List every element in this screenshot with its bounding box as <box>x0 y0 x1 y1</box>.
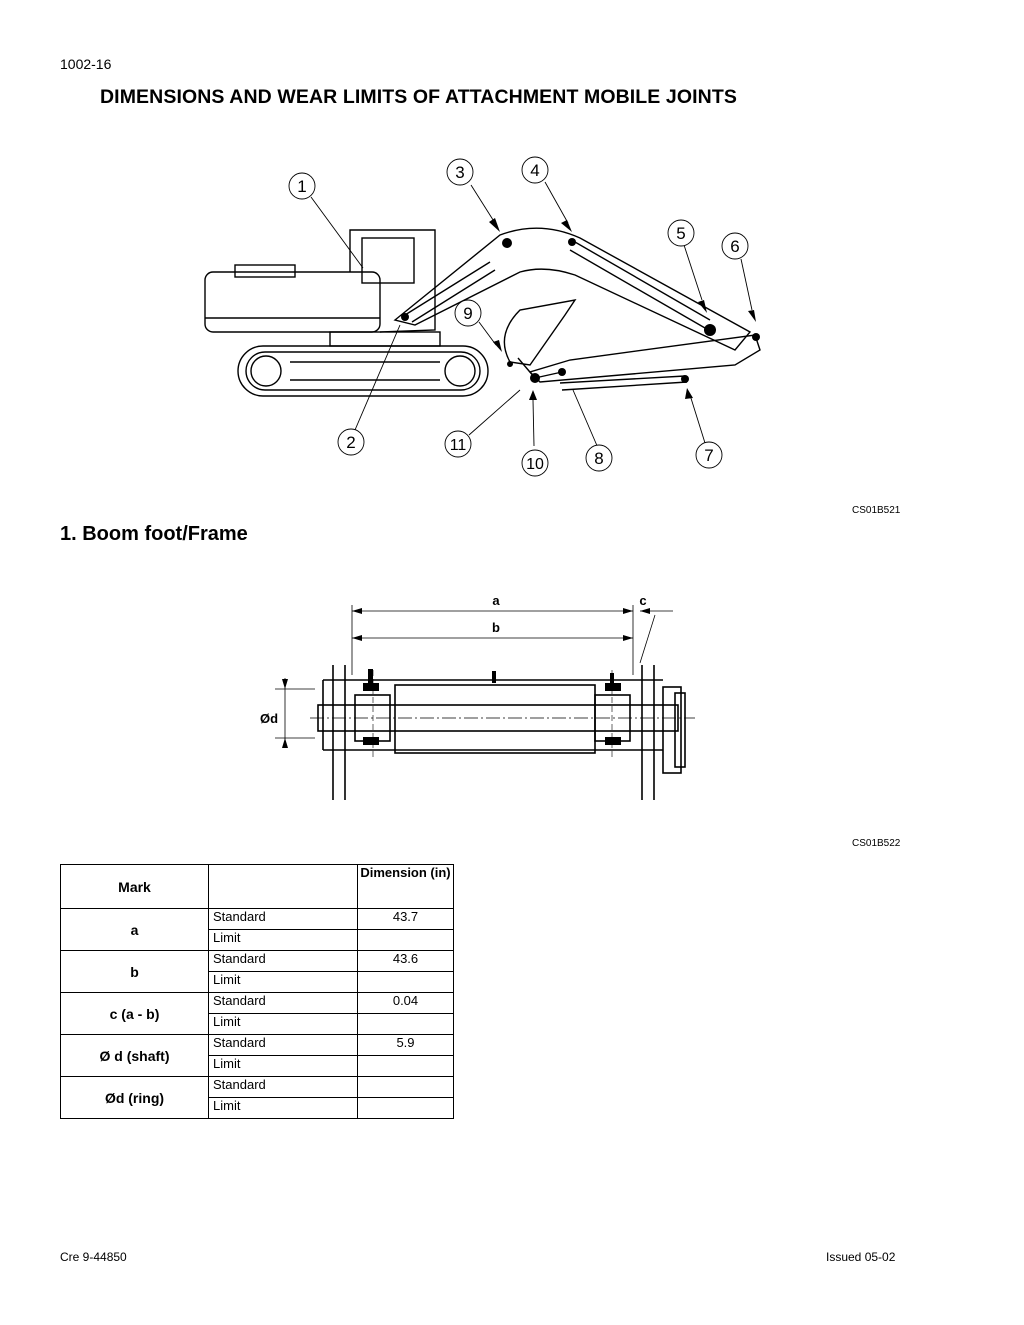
footer-doc-number: Cre 9-44850 <box>60 1250 127 1264</box>
limit-label: Limit <box>208 929 358 951</box>
figure-code-1: CS01B521 <box>852 505 901 516</box>
dim-label-c: c <box>639 593 646 608</box>
callout-4: 4 <box>521 156 549 184</box>
callout-9: 9 <box>454 299 482 327</box>
svg-text:7: 7 <box>704 446 713 465</box>
table-row: Limit <box>61 971 454 993</box>
svg-text:10: 10 <box>526 456 544 473</box>
limit-value <box>357 971 454 993</box>
dim-label-b: b <box>492 620 500 635</box>
table-row: a Standard 43.7 <box>60 908 454 951</box>
svg-text:1: 1 <box>297 177 306 196</box>
table-row: c (a - b) Standard 0.04 <box>60 992 454 1035</box>
table-row: Limit <box>61 1055 454 1077</box>
dim-label-d: Ød <box>260 711 278 726</box>
arm <box>528 334 761 383</box>
limit-value <box>357 1055 454 1077</box>
callout-11: 11 <box>444 430 472 458</box>
svg-text:4: 4 <box>530 161 539 180</box>
boom-foot-pin-diagram: a c b Ød <box>260 593 695 800</box>
dim-label-a: a <box>492 593 500 608</box>
callout-7: 7 <box>695 441 723 469</box>
callout-6: 6 <box>721 232 749 260</box>
svg-text:11: 11 <box>450 437 467 454</box>
svg-text:6: 6 <box>730 237 739 256</box>
svg-text:8: 8 <box>594 449 603 468</box>
boom <box>393 227 752 351</box>
track-outline <box>237 345 489 397</box>
standard-value: 0.04 <box>357 992 454 1014</box>
figure-code-2: CS01B522 <box>852 838 901 849</box>
standard-label: Standard <box>208 1076 358 1098</box>
standard-value <box>357 1076 454 1098</box>
table-row: Limit <box>61 1097 454 1119</box>
limit-value <box>357 1097 454 1119</box>
excavator-diagram: 1 2 3 4 5 6 7 8 9 10 11 <box>204 156 761 477</box>
callout-10: 10 <box>521 449 549 477</box>
header-dimension: Dimension (in) <box>357 864 454 909</box>
section-title: 1. Boom foot/Frame <box>60 523 248 545</box>
limit-label: Limit <box>208 1013 358 1035</box>
row-mark: Ø d (shaft) <box>60 1034 209 1077</box>
svg-text:9: 9 <box>463 304 472 323</box>
svg-text:5: 5 <box>676 224 685 243</box>
bucket <box>503 299 577 366</box>
standard-label: Standard <box>208 950 358 972</box>
callout-3: 3 <box>446 158 474 186</box>
table-header-row: Mark Dimension (in) <box>60 864 454 909</box>
limit-label: Limit <box>208 1055 358 1077</box>
standard-value: 5.9 <box>357 1034 454 1056</box>
header-mark: Mark <box>60 864 209 909</box>
callout-8: 8 <box>585 444 613 472</box>
limit-label: Limit <box>208 1097 358 1119</box>
standard-label: Standard <box>208 1034 358 1056</box>
standard-value: 43.6 <box>357 950 454 972</box>
footer-issue-date: Issued 05-02 <box>826 1250 896 1264</box>
callout-1: 1 <box>288 172 316 200</box>
table-row: Ø d (shaft) Standard 5.9 <box>60 1034 454 1077</box>
callout-5: 5 <box>667 219 695 247</box>
limit-value <box>357 929 454 951</box>
limit-value <box>357 1013 454 1035</box>
row-mark: a <box>60 908 209 951</box>
table-row: Ød (ring) Standard <box>60 1076 454 1119</box>
svg-text:2: 2 <box>346 433 355 452</box>
limit-label: Limit <box>208 971 358 993</box>
callout-2: 2 <box>337 428 365 456</box>
standard-label: Standard <box>208 908 358 930</box>
table-row: b Standard 43.6 <box>60 950 454 993</box>
svg-text:3: 3 <box>455 163 464 182</box>
standard-label: Standard <box>208 992 358 1014</box>
dimensions-table: Mark Dimension (in) a Standard 43.7 Limi… <box>60 864 454 1119</box>
header-blank <box>208 864 358 909</box>
upper-structure <box>204 271 381 333</box>
row-mark: Ød (ring) <box>60 1076 209 1119</box>
row-mark: c (a - b) <box>60 992 209 1035</box>
row-mark: b <box>60 950 209 993</box>
page-title: DIMENSIONS AND WEAR LIMITS OF ATTACHMENT… <box>100 86 737 108</box>
standard-value: 43.7 <box>357 908 454 930</box>
page-number: 1002-16 <box>60 56 112 72</box>
